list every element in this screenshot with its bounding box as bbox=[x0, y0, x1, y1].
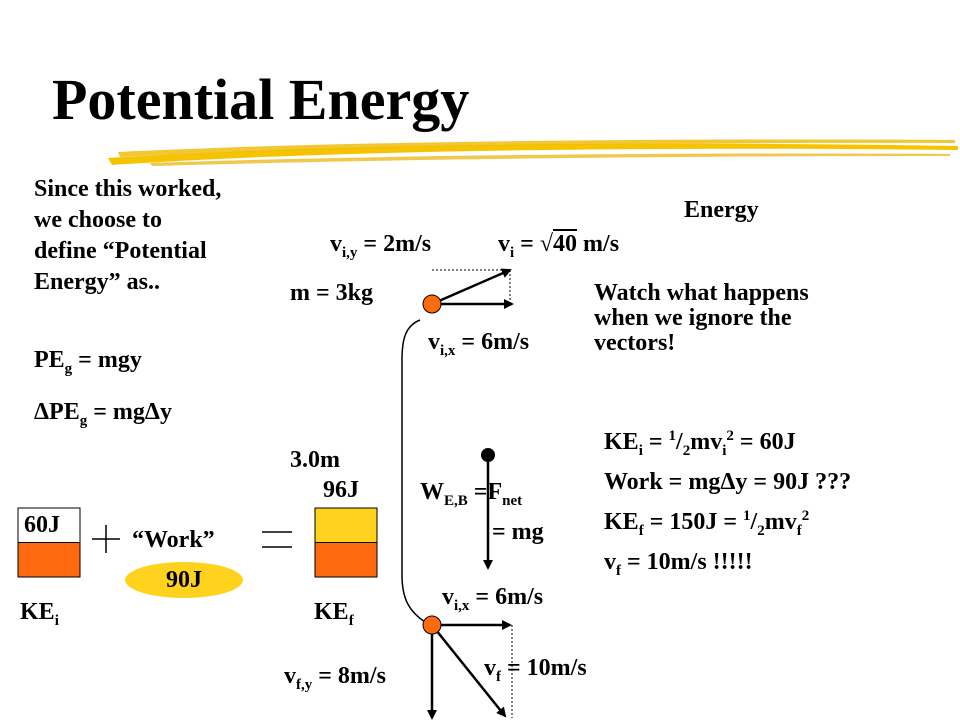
height-label: 3.0m bbox=[290, 447, 340, 473]
ke-initial-value: 60J bbox=[24, 512, 60, 538]
final-velocity-diagram bbox=[422, 615, 513, 720]
equation-final-velocity: vf = 10m/s !!!!! bbox=[604, 549, 753, 579]
initial-velocity-diagram bbox=[422, 268, 514, 314]
definition-line: define “Potential bbox=[34, 238, 207, 264]
ball-bottom bbox=[422, 615, 442, 635]
final-velocity-arrow bbox=[431, 624, 507, 718]
equation-ke-final: KEf = 150J = 1/2mvf2 bbox=[604, 508, 810, 539]
horizontal-velocity-bottom-label: vi,x = 6m/s bbox=[442, 584, 544, 614]
vertical-velocity-bottom-label: vf,y = 8m/s bbox=[284, 663, 386, 693]
energy-heading: Energy bbox=[684, 197, 759, 223]
weight-force-diagram bbox=[481, 448, 495, 570]
ke-initial-label: KEi bbox=[20, 599, 59, 629]
work-force-label: WE,B =Fnet bbox=[420, 479, 523, 509]
definition-text: Since this worked, we choose to define “… bbox=[34, 174, 221, 298]
energy-bar-chart bbox=[17, 507, 378, 578]
ke-final-label: KEf bbox=[314, 599, 354, 629]
horizontal-velocity-top-label: vi,x = 6m/s bbox=[428, 329, 530, 359]
vertical-velocity-top-label: vi,y = 2m/s bbox=[330, 231, 432, 261]
definition-line: Since this worked, bbox=[34, 176, 222, 202]
equation-ke-initial: KEi = 1/2mvi2 = 60J bbox=[604, 428, 796, 459]
ball-top bbox=[422, 294, 442, 314]
work-value-badge: 90J bbox=[125, 562, 243, 598]
final-velocity-label: vf = 10m/s bbox=[484, 655, 587, 685]
delta-pe-formula: ΔPEg = mgΔy bbox=[34, 399, 172, 429]
title-underline-brush bbox=[108, 139, 958, 166]
ke-initial-fill bbox=[17, 542, 81, 578]
ke-final-value: 96J bbox=[323, 477, 359, 503]
ke-final-work-fill bbox=[314, 507, 378, 543]
work-label: “Work” bbox=[132, 527, 215, 553]
mass-label: m = 3kg bbox=[290, 280, 374, 306]
definition-line: we choose to bbox=[34, 207, 162, 233]
initial-velocity-arrow bbox=[431, 268, 512, 306]
definition-line: Energy” as.. bbox=[34, 269, 160, 295]
equation-work: Work = mgΔy = 90J ??? bbox=[604, 469, 852, 495]
height-bracket bbox=[401, 319, 426, 623]
pe-formula: PEg = mgy bbox=[34, 347, 142, 377]
watch-note: Watch what happens when we ignore the ve… bbox=[594, 280, 809, 356]
page-title: Potential Energy bbox=[52, 67, 470, 132]
equals-mg-label: = mg bbox=[492, 519, 544, 545]
initial-velocity-label: vi = √40 m/s bbox=[498, 231, 620, 261]
